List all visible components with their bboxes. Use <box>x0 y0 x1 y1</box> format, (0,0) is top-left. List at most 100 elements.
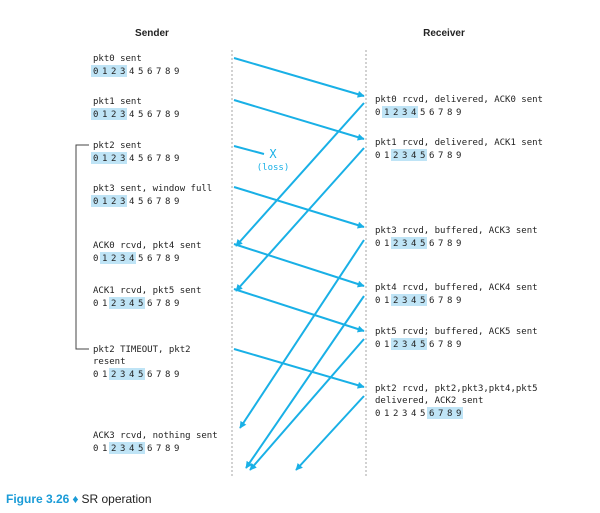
pkt2-resent-arrow <box>233 348 365 389</box>
sequence-number: 5 <box>138 67 143 77</box>
sequence-number: 2 <box>111 370 116 380</box>
sequence-number: 2 <box>393 340 398 350</box>
window-highlight <box>91 195 127 207</box>
sequence-number: 3 <box>120 254 125 264</box>
sender-event-label: resent <box>93 357 126 367</box>
sequence-number: 9 <box>174 154 179 164</box>
sequence-number: 2 <box>111 67 116 77</box>
sequence-number: 0 <box>93 254 98 264</box>
receiver-header: Receiver <box>423 28 465 39</box>
sequence-number: 4 <box>411 409 416 419</box>
sequence-number: 6 <box>429 340 434 350</box>
sequence-number: 8 <box>165 154 170 164</box>
sequence-number: 5 <box>420 296 425 306</box>
sequence-number: 1 <box>384 296 389 306</box>
sequence-number: 8 <box>447 239 452 249</box>
window-highlight <box>391 237 427 249</box>
sequence-number: 3 <box>120 67 125 77</box>
sequence-number: 2 <box>111 299 116 309</box>
sequence-number: 5 <box>420 239 425 249</box>
window-highlight <box>91 108 127 120</box>
sequence-number: 4 <box>129 299 134 309</box>
sequence-number: 8 <box>165 254 170 264</box>
sequence-number: 2 <box>393 151 398 161</box>
sequence-number: 2 <box>111 154 116 164</box>
sequence-number: 9 <box>456 296 461 306</box>
sender-event-label: pkt1 sent <box>93 97 142 107</box>
sequence-number: 0 <box>93 299 98 309</box>
sequence-number: 7 <box>156 67 161 77</box>
sequence-number: 8 <box>165 370 170 380</box>
sequence-number: 6 <box>429 151 434 161</box>
receiver-event-label: pkt1 rcvd, delivered, ACK1 sent <box>375 138 543 148</box>
sequence-number: 9 <box>456 151 461 161</box>
window-highlight <box>109 368 145 380</box>
ack3-arrow <box>239 239 365 429</box>
sequence-number: 5 <box>138 154 143 164</box>
receiver-event-label: pkt5 rcvd; buffered, ACK5 sent <box>375 327 538 337</box>
sequence-number: 1 <box>384 409 389 419</box>
ack0-arrow <box>235 102 365 247</box>
sequence-number: 5 <box>138 254 143 264</box>
sequence-number: 3 <box>120 370 125 380</box>
sequence-number: 0 <box>375 151 380 161</box>
window-highlight <box>100 252 136 264</box>
message-arrows <box>233 57 365 471</box>
sequence-number: 6 <box>429 296 434 306</box>
ack2-arrow <box>295 395 365 471</box>
sequence-number: 5 <box>138 370 143 380</box>
receiver-event: pkt2 rcvd, pkt2,pkt3,pkt4,pkt5delivered,… <box>375 384 538 419</box>
sequence-number: 1 <box>384 151 389 161</box>
window-highlight <box>382 106 418 118</box>
pkt1-arrow <box>233 99 365 141</box>
sequence-number: 5 <box>138 197 143 207</box>
sequence-number: 6 <box>147 197 152 207</box>
receiver-event-label: pkt0 rcvd, delivered, ACK0 sent <box>375 95 543 105</box>
sequence-number: 0 <box>375 108 380 118</box>
sequence-number: 5 <box>138 444 143 454</box>
sequence-number: 7 <box>156 444 161 454</box>
sequence-number: 1 <box>384 340 389 350</box>
receiver-event-label: delivered, ACK2 sent <box>375 396 483 406</box>
sequence-number: 9 <box>456 409 461 419</box>
pkt5-arrow <box>233 288 365 333</box>
sequence-number: 7 <box>438 409 443 419</box>
sequence-number: 0 <box>93 110 98 120</box>
ack4-arrow <box>245 295 365 469</box>
sequence-number: 5 <box>420 151 425 161</box>
sender-event-label: ACK1 rcvd, pkt5 sent <box>93 286 201 296</box>
sequence-number: 0 <box>93 197 98 207</box>
timeout-bracket <box>75 144 89 350</box>
sequence-number: 9 <box>174 110 179 120</box>
sequence-number: 1 <box>102 67 107 77</box>
sequence-number: 9 <box>456 108 461 118</box>
sequence-number: 1 <box>102 254 107 264</box>
sequence-number: 1 <box>102 197 107 207</box>
sequence-number: 0 <box>93 444 98 454</box>
sequence-number: 0 <box>375 340 380 350</box>
ack5-arrow <box>249 338 365 471</box>
sequence-number: 4 <box>129 154 134 164</box>
sequence-number: 3 <box>120 197 125 207</box>
sender-event-label: pkt3 sent, window full <box>93 184 212 194</box>
sequence-number: 4 <box>411 239 416 249</box>
sender-event-label: ACK3 rcvd, nothing sent <box>93 431 218 441</box>
sequence-number: 9 <box>174 299 179 309</box>
sequence-number: 9 <box>174 370 179 380</box>
sequence-number: 1 <box>102 154 107 164</box>
sequence-number: 8 <box>447 296 452 306</box>
sequence-number: 0 <box>93 154 98 164</box>
sequence-number: 8 <box>165 299 170 309</box>
sender-event-label: pkt0 sent <box>93 54 142 64</box>
receiver-event-label: pkt4 rcvd, buffered, ACK4 sent <box>375 283 538 293</box>
sequence-number: 4 <box>129 370 134 380</box>
sequence-number: 4 <box>411 296 416 306</box>
sequence-number: 2 <box>111 197 116 207</box>
sequence-number: 8 <box>447 108 452 118</box>
sequence-number: 6 <box>429 409 434 419</box>
